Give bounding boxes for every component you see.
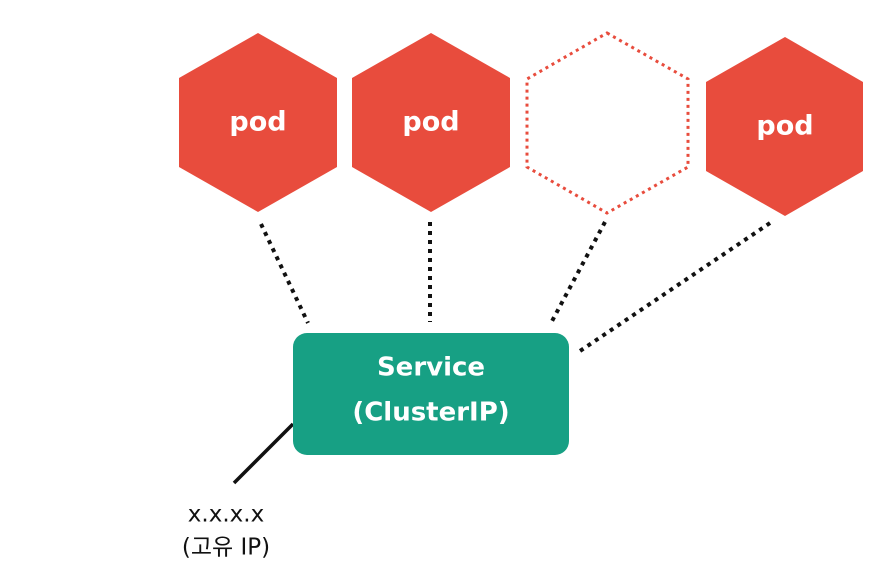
cluster-ip-caption: (고유 IP) (182, 535, 270, 561)
ip-connector (232, 422, 295, 485)
pod-hexagon-1: pod (179, 33, 337, 212)
pod-connectors (259, 221, 772, 353)
service-type: (ClusterIP) (352, 398, 509, 428)
connector-pod-4 (578, 221, 772, 353)
pending-pod-hexagon (525, 31, 690, 215)
pod-hexagon-2: pod (352, 33, 510, 212)
pod-label: pod (402, 107, 459, 138)
service-box: Service (ClusterIP) (293, 333, 569, 455)
connector-pod-1 (259, 223, 310, 324)
pod-label: pod (229, 107, 286, 138)
pod-hexagon-4: pod (706, 37, 863, 216)
pod-label: pod (756, 111, 813, 142)
service-name: Service (377, 353, 485, 383)
cluster-ip-address: x.x.x.x (188, 502, 264, 528)
connector-pod-3 (549, 221, 607, 324)
cluster-ip-label: x.x.x.x (고유 IP) (182, 502, 270, 561)
